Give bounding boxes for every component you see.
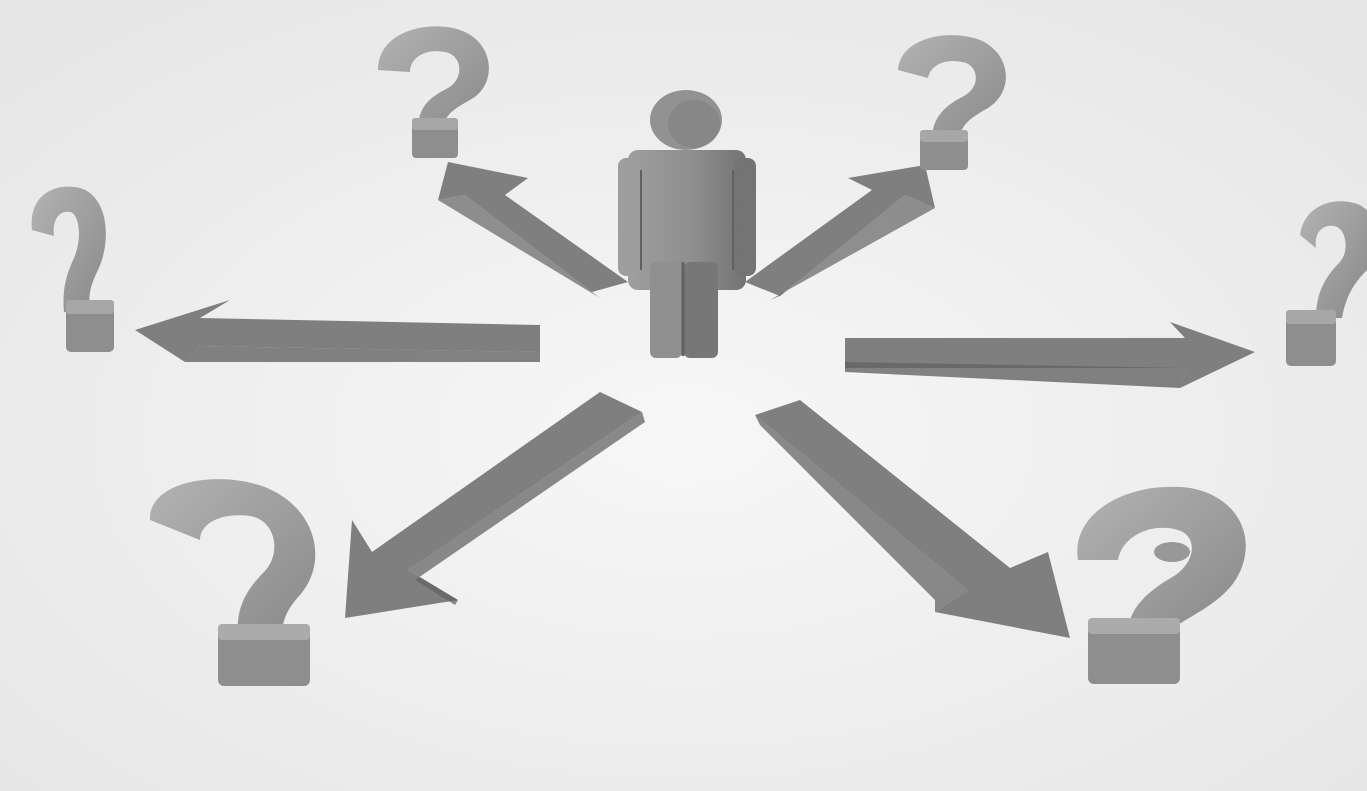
grain-overlay [0,0,1367,791]
decision-scene [0,0,1367,791]
